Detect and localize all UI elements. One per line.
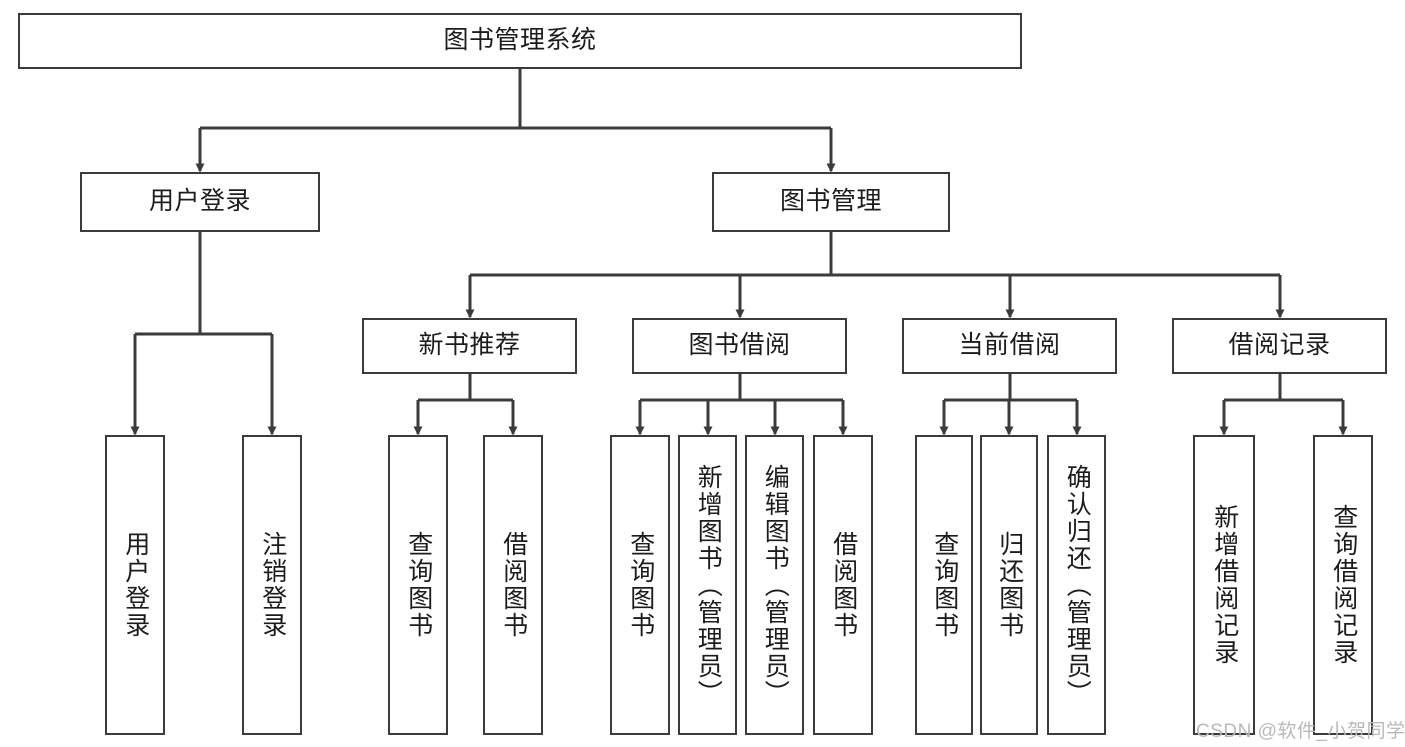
- node-label: 借阅记录: [1228, 331, 1331, 360]
- node-leaf-borrow-book-rec[interactable]: 借阅图书: [483, 435, 543, 735]
- node-root[interactable]: 图书管理系统: [18, 13, 1022, 69]
- node-leaf-user-login[interactable]: 用户登录: [105, 435, 165, 735]
- node-label: 图书管理系统: [443, 26, 597, 55]
- node-leaf-add-book[interactable]: 新增图书（管理员）: [678, 435, 737, 735]
- node-label: 借阅图书: [829, 531, 858, 639]
- node-label: 查询图书: [404, 531, 433, 639]
- node-leaf-confirm-return[interactable]: 确认归还（管理员）: [1047, 435, 1106, 735]
- node-label: 图书借阅: [688, 331, 791, 360]
- node-leaf-return-book[interactable]: 归还图书: [980, 435, 1038, 735]
- node-user-login[interactable]: 用户登录: [80, 172, 320, 232]
- node-label: 新书推荐: [418, 331, 521, 360]
- edge-group: [130, 69, 1348, 436]
- node-label: 新增图书（管理员）: [694, 463, 723, 707]
- node-label: 新增借阅记录: [1210, 504, 1239, 666]
- node-leaf-borrow-book[interactable]: 借阅图书: [813, 435, 873, 735]
- node-label: 确认归还（管理员）: [1063, 463, 1092, 707]
- node-current-borrow[interactable]: 当前借阅: [902, 318, 1117, 374]
- node-leaf-query-book-cur[interactable]: 查询图书: [915, 435, 973, 735]
- node-label: 注销登录: [258, 531, 287, 639]
- node-label: 查询图书: [626, 531, 655, 639]
- node-leaf-query-record[interactable]: 查询借阅记录: [1313, 435, 1373, 735]
- node-leaf-query-book-borrow[interactable]: 查询图书: [610, 435, 670, 735]
- node-leaf-query-book-rec[interactable]: 查询图书: [388, 435, 448, 735]
- node-leaf-logout[interactable]: 注销登录: [242, 435, 302, 735]
- node-leaf-add-record[interactable]: 新增借阅记录: [1193, 435, 1255, 735]
- node-book-borrow[interactable]: 图书借阅: [632, 318, 847, 374]
- node-book-manage[interactable]: 图书管理: [712, 172, 950, 232]
- node-new-book-recommend[interactable]: 新书推荐: [362, 318, 577, 374]
- node-label: 用户登录: [121, 531, 150, 639]
- node-label: 查询图书: [930, 531, 959, 639]
- node-label: 图书管理: [779, 187, 882, 216]
- node-label: 编辑图书（管理员）: [761, 463, 790, 707]
- node-label: 用户登录: [148, 187, 251, 216]
- node-label: 借阅图书: [499, 531, 528, 639]
- node-borrow-record[interactable]: 借阅记录: [1172, 318, 1387, 374]
- node-label: 当前借阅: [958, 331, 1061, 360]
- node-label: 查询借阅记录: [1329, 504, 1358, 666]
- node-leaf-edit-book[interactable]: 编辑图书（管理员）: [745, 435, 804, 735]
- node-label: 归还图书: [995, 531, 1024, 639]
